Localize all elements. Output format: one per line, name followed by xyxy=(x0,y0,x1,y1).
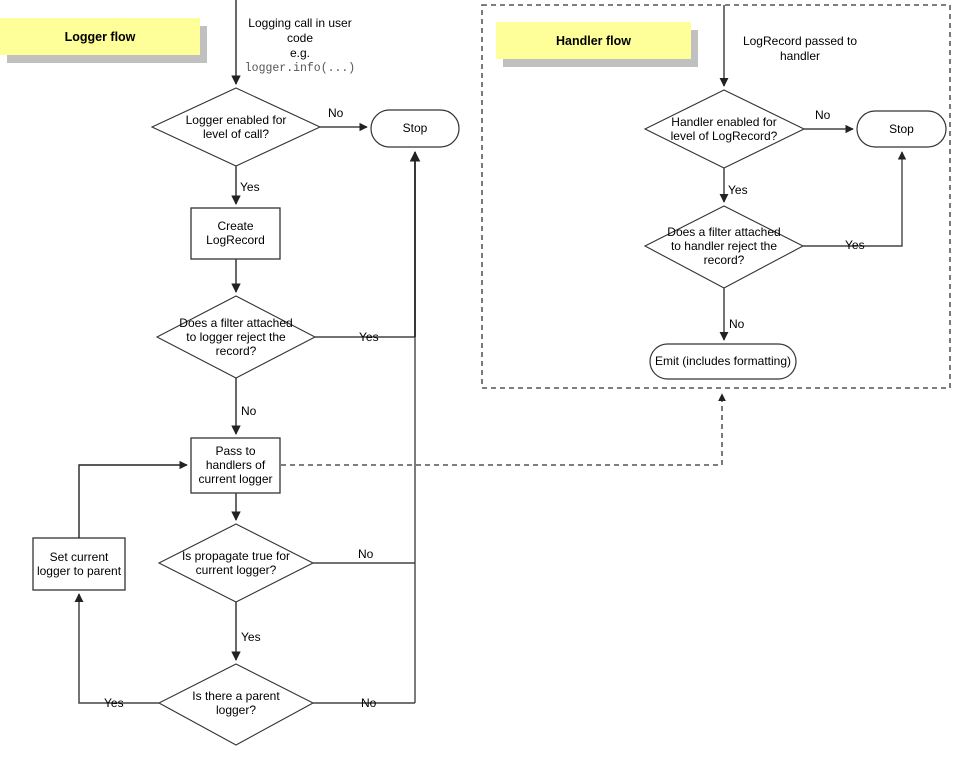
logger-flow-banner-fill: Logger flow xyxy=(0,18,200,55)
handler-flow-banner-fill: Handler flow xyxy=(496,22,691,59)
edge-is-parent-yes xyxy=(74,593,159,704)
edge-handler-filter-yes xyxy=(803,151,907,247)
node-handler-filter xyxy=(643,205,805,289)
logging-call-caption: Logging call in user code e.g. logger.in… xyxy=(230,16,370,76)
edge-label-logger-filter-yes: Yes xyxy=(359,330,379,344)
logrecord-passed-caption-line2: handler xyxy=(779,49,821,63)
logging-call-caption-line2: code xyxy=(286,31,314,45)
node-is-parent xyxy=(157,663,315,746)
edge-label-is-propagate-no: No xyxy=(358,547,374,561)
logrecord-passed-caption-line1: LogRecord passed to xyxy=(742,34,858,48)
logging-call-caption-line1: Logging call in user xyxy=(248,16,352,30)
edge-label-is-parent-yes: Yes xyxy=(104,696,124,710)
logging-call-caption-line3: e.g. xyxy=(289,46,310,60)
edge-label-is-propagate-yes: Yes xyxy=(241,630,261,644)
edge-label-logger-filter-no: No xyxy=(241,404,257,418)
node-stop-handler xyxy=(856,110,947,148)
edge-set-current-to-pass xyxy=(78,460,188,538)
node-is-propagate xyxy=(157,523,315,603)
node-pass-to-handlers xyxy=(190,437,281,494)
edge-label-handler-filter-yes: Yes xyxy=(845,238,865,252)
edge-label-logger-enabled-yes: Yes xyxy=(240,180,260,194)
logrecord-passed-caption: LogRecord passed to handler xyxy=(730,34,870,64)
node-logger-filter xyxy=(155,295,317,379)
logger-flow-banner: Logger flow xyxy=(0,18,207,63)
edge-label-logger-enabled-no: No xyxy=(328,106,344,120)
node-emit xyxy=(649,343,797,380)
node-stop-logger xyxy=(370,109,460,148)
logging-call-caption-code: logger.info(...) xyxy=(244,62,356,75)
handler-flow-region xyxy=(481,4,951,389)
handler-flow-banner-label: Handler flow xyxy=(555,33,631,48)
edge-label-is-parent-no: No xyxy=(361,696,377,710)
edge-label-handler-enabled-no: No xyxy=(815,108,831,122)
edge-label-handler-enabled-yes: Yes xyxy=(728,183,748,197)
logger-flow-banner-label: Logger flow xyxy=(64,29,136,44)
handler-flow-banner: Handler flow xyxy=(496,22,698,67)
edge-pass-to-handler-region xyxy=(281,393,726,466)
edge-label-handler-filter-no: No xyxy=(729,317,745,331)
node-handler-enabled xyxy=(643,89,806,169)
node-set-current-logger xyxy=(32,537,126,591)
node-create-logrecord xyxy=(190,207,281,260)
node-logger-enabled xyxy=(150,87,322,167)
